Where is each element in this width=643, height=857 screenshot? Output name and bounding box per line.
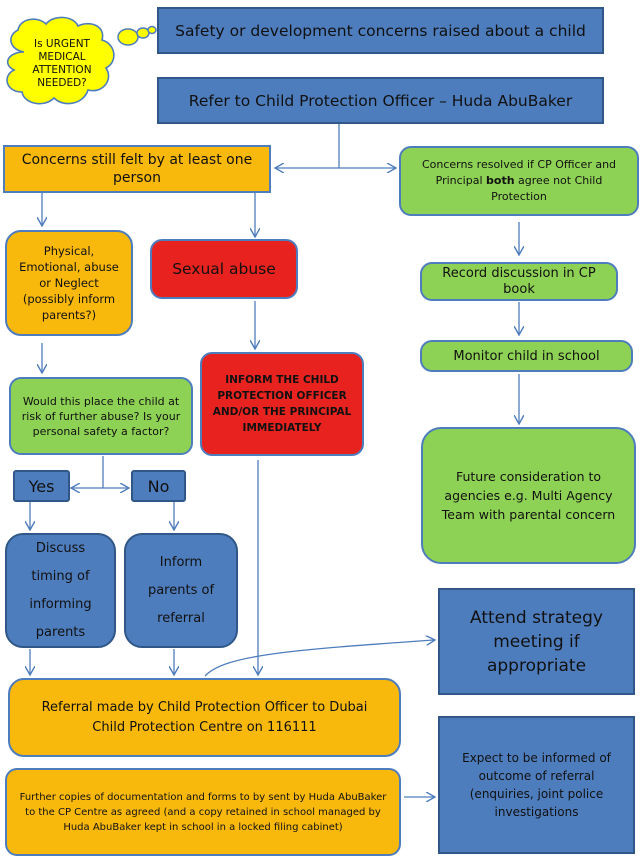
node-inform-cpo-label: INFORM THE CHILD PROTECTION OFFICER AND/… (212, 374, 352, 434)
node-strategy-meeting: Attend strategy meeting if appropriate (438, 588, 635, 695)
node-inform-parents: Inform parents of referral (124, 533, 238, 648)
concerns-resolved-text-b: agree not Child Protection (491, 174, 603, 203)
node-sexual-abuse: Sexual abuse (150, 239, 298, 299)
node-monitor-child-label: Monitor child in school (453, 348, 600, 364)
arrow-to-strategy (204, 640, 434, 677)
node-strategy-meeting-label: Attend strategy meeting if appropriate (470, 607, 603, 676)
node-expect-informed-label: Expect to be informed of outcome of refe… (462, 751, 611, 819)
node-no-label: No (147, 476, 170, 496)
node-record-discussion-label: Record discussion in CP book (442, 265, 596, 297)
node-future-consideration-label: Future consideration to agencies e.g. Mu… (441, 469, 616, 522)
node-yes: Yes (13, 470, 70, 502)
node-concerns-resolved-label: Concerns resolved if CP Officer and Prin… (413, 157, 625, 205)
node-concerns-raised: Safety or development concerns raised ab… (157, 7, 604, 54)
node-future-consideration: Future consideration to agencies e.g. Mu… (421, 427, 636, 564)
node-referral-made-label: Referral made by Child Protection Office… (41, 699, 368, 735)
urgent-medical-thought-cloud: Is URGENT MEDICAL ATTENTION NEEDED? (2, 14, 120, 110)
node-further-copies-label: Further copies of documentation and form… (19, 791, 387, 833)
node-concerns-still: Concerns still felt by at least one pers… (3, 145, 271, 193)
node-refer-cpo: Refer to Child Protection Officer – Huda… (157, 77, 604, 124)
node-sexual-abuse-label: Sexual abuse (172, 260, 276, 278)
node-no: No (131, 470, 186, 502)
node-concerns-resolved: Concerns resolved if CP Officer and Prin… (399, 146, 639, 216)
node-further-copies: Further copies of documentation and form… (5, 768, 401, 856)
node-referral-made: Referral made by Child Protection Office… (8, 678, 401, 757)
cloud-shape (6, 16, 115, 105)
node-inform-parents-label: Inform parents of referral (147, 554, 215, 626)
thought-bubble-dots (117, 25, 157, 46)
node-physical-emotional-label: Physical, Emotional, abuse or Neglect (p… (19, 244, 119, 322)
node-record-discussion: Record discussion in CP book (420, 262, 618, 301)
node-yes-label: Yes (28, 476, 55, 496)
concerns-resolved-bold: both (486, 174, 515, 187)
node-risk-question-label: Would this place the child at risk of fu… (21, 394, 181, 438)
node-expect-informed: Expect to be informed of outcome of refe… (438, 716, 635, 854)
node-concerns-still-label: Concerns still felt by at least one pers… (21, 152, 253, 186)
node-risk-question: Would this place the child at risk of fu… (9, 377, 193, 455)
concerns-resolved-text-a: Concerns resolved if CP Officer and Prin… (421, 158, 617, 187)
node-concerns-raised-label: Safety or development concerns raised ab… (175, 21, 586, 40)
node-discuss-timing-label: Discuss timing of informing parents (29, 540, 92, 640)
node-inform-cpo: INFORM THE CHILD PROTECTION OFFICER AND/… (200, 352, 364, 456)
node-monitor-child: Monitor child in school (420, 340, 633, 372)
node-discuss-timing: Discuss timing of informing parents (5, 533, 116, 648)
thought-cloud-text: Is URGENT MEDICAL ATTENTION NEEDED? (32, 38, 92, 89)
node-refer-cpo-label: Refer to Child Protection Officer – Huda… (188, 91, 573, 110)
node-physical-emotional: Physical, Emotional, abuse or Neglect (p… (5, 230, 133, 336)
